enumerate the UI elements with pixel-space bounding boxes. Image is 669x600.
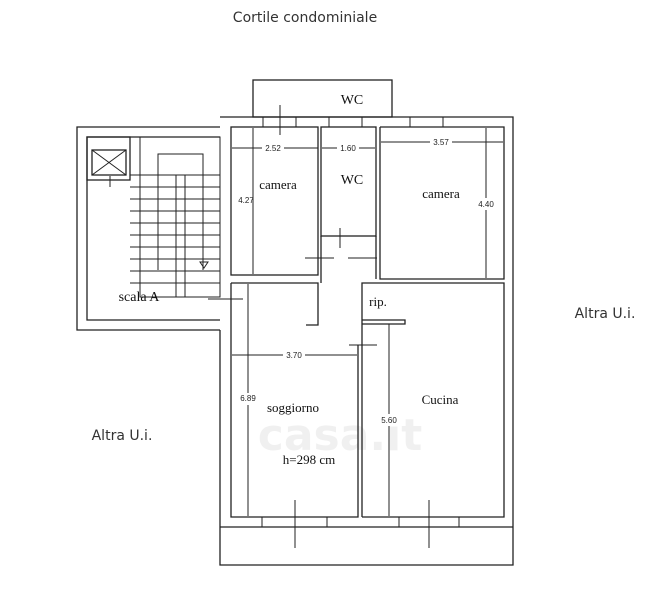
- dim-camera-1-width: 2.52: [265, 144, 281, 153]
- elevator-icon: [86, 136, 131, 187]
- dimension-labels: 2.52 4.27 1.60 3.57 4.40 3.70 6.89 5.60: [238, 137, 496, 426]
- label-wc-external: WC: [341, 93, 364, 108]
- room-soggiorno-top: [231, 282, 319, 326]
- label-kitchen: Cucina: [422, 392, 459, 407]
- label-other-unit-right: Altra U.i.: [575, 306, 636, 322]
- door-markers: [208, 105, 430, 548]
- dim-living-depth: 6.89: [240, 394, 256, 403]
- label-other-unit-left: Altra U.i.: [92, 428, 153, 444]
- room-ripostiglio: [362, 319, 406, 325]
- staircase: [130, 136, 221, 298]
- dim-camera-2-width: 3.57: [433, 138, 449, 147]
- label-ceiling-height: h=298 cm: [283, 452, 335, 467]
- dim-wc-width: 1.60: [340, 144, 356, 153]
- label-camera-1: camera: [259, 177, 297, 192]
- dim-camera-2-depth: 4.40: [478, 200, 494, 209]
- label-wc: WC: [341, 173, 364, 188]
- stair-block-wall: [76, 126, 220, 331]
- dim-kitchen-depth: 5.60: [381, 416, 397, 425]
- dim-living-width: 3.70: [286, 351, 302, 360]
- label-storage: rip.: [369, 294, 387, 309]
- wc-external-wall: [252, 79, 393, 118]
- room-camera-2: [379, 126, 505, 280]
- label-courtyard: Cortile condominiale: [233, 10, 377, 26]
- dim-camera-1-depth: 4.27: [238, 196, 254, 205]
- label-stairs: scala A: [119, 290, 161, 305]
- label-camera-2: camera: [422, 186, 460, 201]
- label-living: soggiorno: [267, 400, 319, 415]
